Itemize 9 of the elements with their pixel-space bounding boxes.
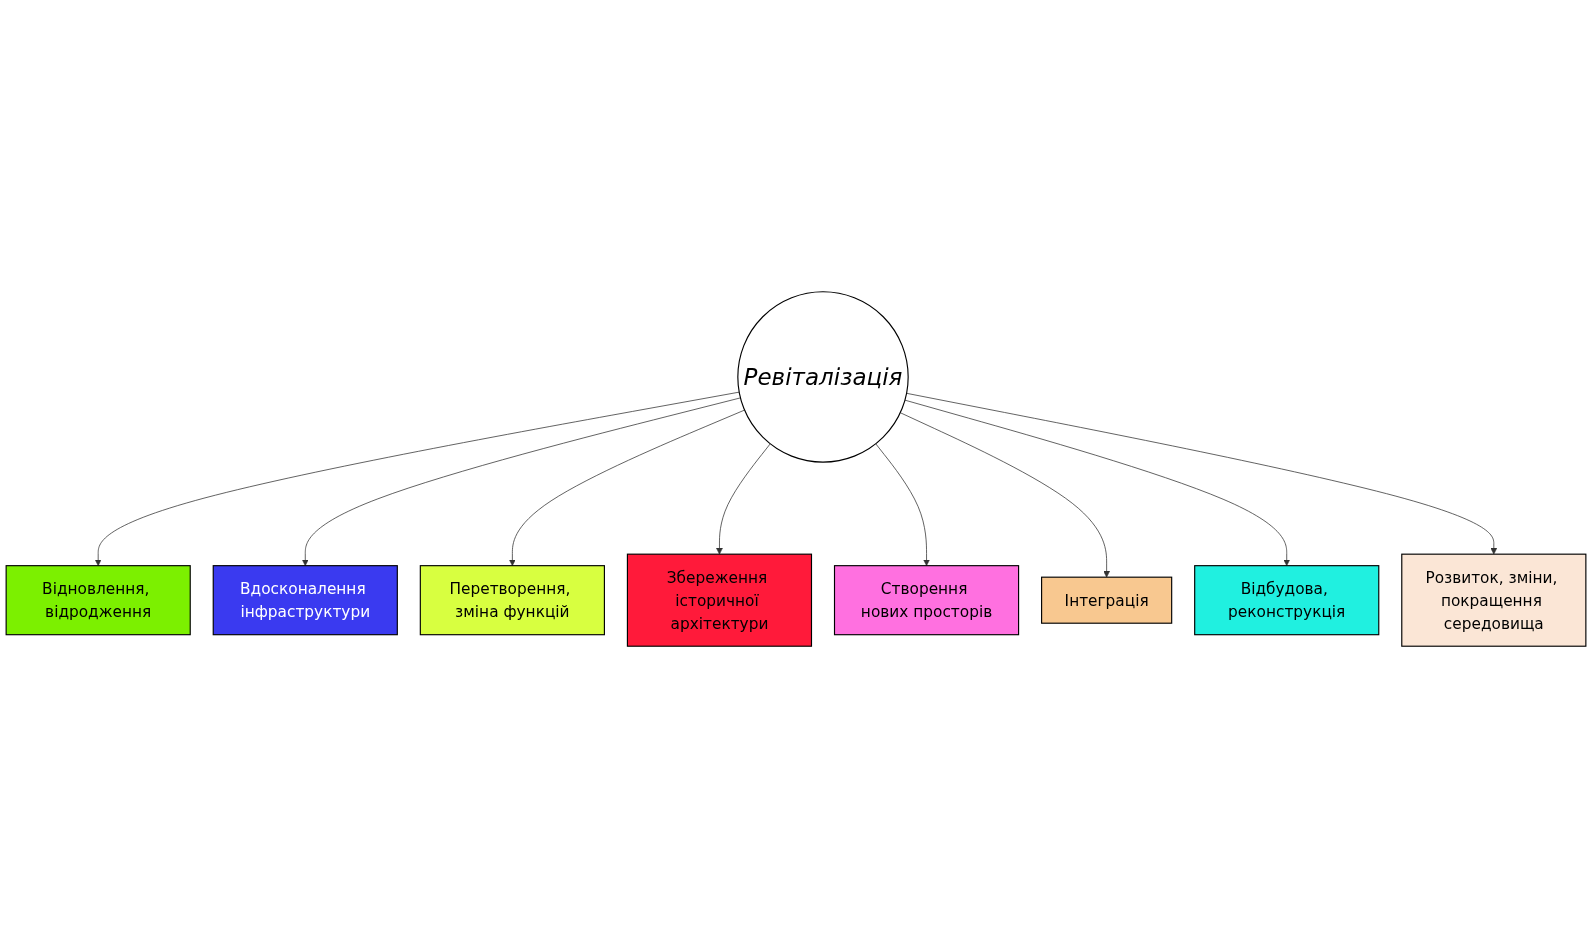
node-box: Розвиток, зміни, покращення середовища <box>1401 553 1587 647</box>
node-box: Збереження історичної архітектури <box>626 553 813 647</box>
node-box: Відбудова, реконструкція <box>1194 564 1380 635</box>
node-box: Відновлення, відродження <box>5 564 191 635</box>
node-box: Інтеграція <box>1041 576 1173 624</box>
node-box: Перетворення, зміна функцій <box>419 564 605 635</box>
node-box: Створення нових просторів <box>833 564 1020 635</box>
node-circle: Ревіталізація <box>737 290 909 463</box>
node-box: Вдосконалення інфраструктури <box>212 564 398 635</box>
